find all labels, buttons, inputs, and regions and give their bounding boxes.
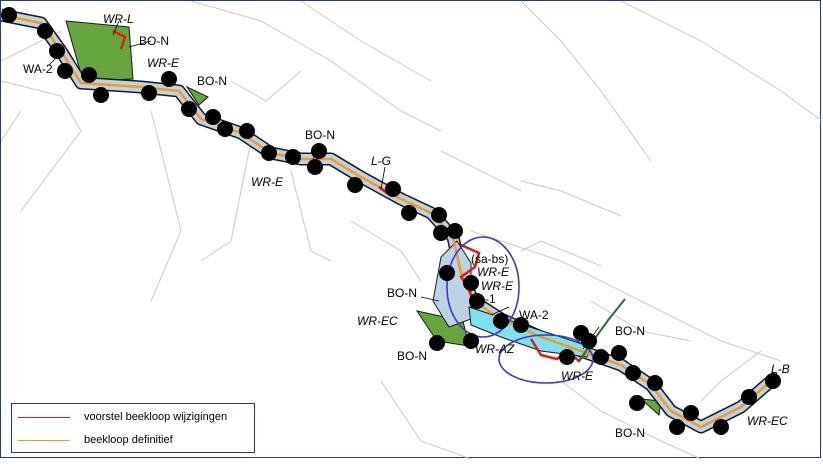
point-marker	[93, 87, 109, 103]
point-marker	[239, 123, 255, 139]
map-label: WR-E	[147, 56, 180, 70]
map-label: BO-N	[305, 128, 335, 142]
point-marker	[765, 373, 781, 389]
point-marker	[161, 71, 177, 87]
point-marker	[57, 63, 73, 79]
point-marker	[713, 419, 729, 435]
point-marker	[463, 275, 479, 291]
map-label: WR-E	[481, 279, 514, 293]
point-marker	[433, 225, 449, 241]
point-marker	[37, 23, 53, 39]
point-marker	[261, 145, 277, 161]
point-marker	[469, 293, 485, 309]
map-label: A-1	[477, 292, 496, 306]
map-label: BO-N	[139, 34, 169, 48]
map-label: BO-N	[197, 74, 227, 88]
point-marker	[625, 365, 641, 381]
legend-swatch-orange	[18, 439, 70, 441]
point-marker	[307, 159, 323, 175]
point-marker	[401, 205, 417, 221]
point-marker	[559, 349, 575, 365]
side-ditch	[578, 298, 626, 362]
point-marker	[141, 85, 157, 101]
point-marker	[463, 333, 479, 349]
point-marker	[669, 419, 685, 435]
map-label: L-G	[371, 154, 391, 168]
map-label: WA-2	[519, 308, 549, 322]
point-marker	[741, 389, 757, 405]
map-label: WR-AZ	[475, 342, 515, 356]
point-marker	[647, 375, 663, 391]
point-marker	[593, 349, 609, 365]
legend-item-definitief: beekloop definitief	[18, 432, 250, 448]
map-label: BO-N	[615, 426, 645, 440]
map-labels: WR-L BO-N WR-E WA-2 BO-N BO-N L-G WR-E (…	[23, 12, 790, 440]
point-marker	[311, 143, 327, 159]
point-markers	[1, 7, 781, 435]
nature-parcel-1	[65, 20, 134, 82]
point-marker	[683, 405, 699, 421]
point-marker	[439, 265, 455, 281]
map-label: WR-L	[103, 12, 134, 26]
point-marker	[447, 223, 463, 239]
map-label: L-B	[771, 362, 790, 376]
point-marker	[217, 121, 233, 137]
point-marker	[1, 7, 17, 23]
point-marker	[629, 395, 645, 411]
change-circle-north	[446, 236, 520, 338]
point-marker	[285, 149, 301, 165]
point-marker	[385, 181, 401, 197]
map-label: WR-E	[251, 175, 284, 189]
nature-parcels	[65, 20, 662, 416]
point-marker	[431, 207, 447, 223]
map-label: WA-2	[23, 62, 53, 76]
point-marker	[49, 43, 65, 59]
nature-parcel-5	[639, 398, 662, 416]
point-marker	[493, 313, 509, 329]
point-marker	[81, 67, 97, 83]
point-marker	[611, 345, 627, 361]
point-marker	[513, 317, 529, 333]
map-label: (sa-bs)	[471, 252, 508, 266]
point-marker	[181, 101, 197, 117]
map-legend: voorstel beekloop wijzigingen beekloop d…	[11, 403, 255, 453]
change-circle-south	[498, 334, 594, 384]
map-label: BO-N	[397, 349, 427, 363]
leader-lines	[48, 20, 778, 382]
nature-parcel-2	[185, 85, 209, 106]
point-marker	[205, 109, 221, 125]
legend-swatch-red	[18, 416, 70, 418]
map-label: WR-E	[561, 369, 594, 383]
map-label: BO-N	[387, 286, 417, 300]
point-marker	[429, 335, 445, 351]
map-label: WR-E	[477, 265, 510, 279]
legend-item-wijzigingen: voorstel beekloop wijzigingen	[18, 409, 250, 425]
map-label: BO-N	[615, 324, 645, 338]
map-label: WR-EC	[747, 414, 788, 428]
legend-label: beekloop definitief	[84, 434, 173, 446]
point-marker	[347, 177, 363, 193]
map-label: WR-EC	[357, 314, 398, 328]
change-markers	[446, 236, 594, 384]
legend-label: voorstel beekloop wijzigingen	[84, 411, 228, 423]
